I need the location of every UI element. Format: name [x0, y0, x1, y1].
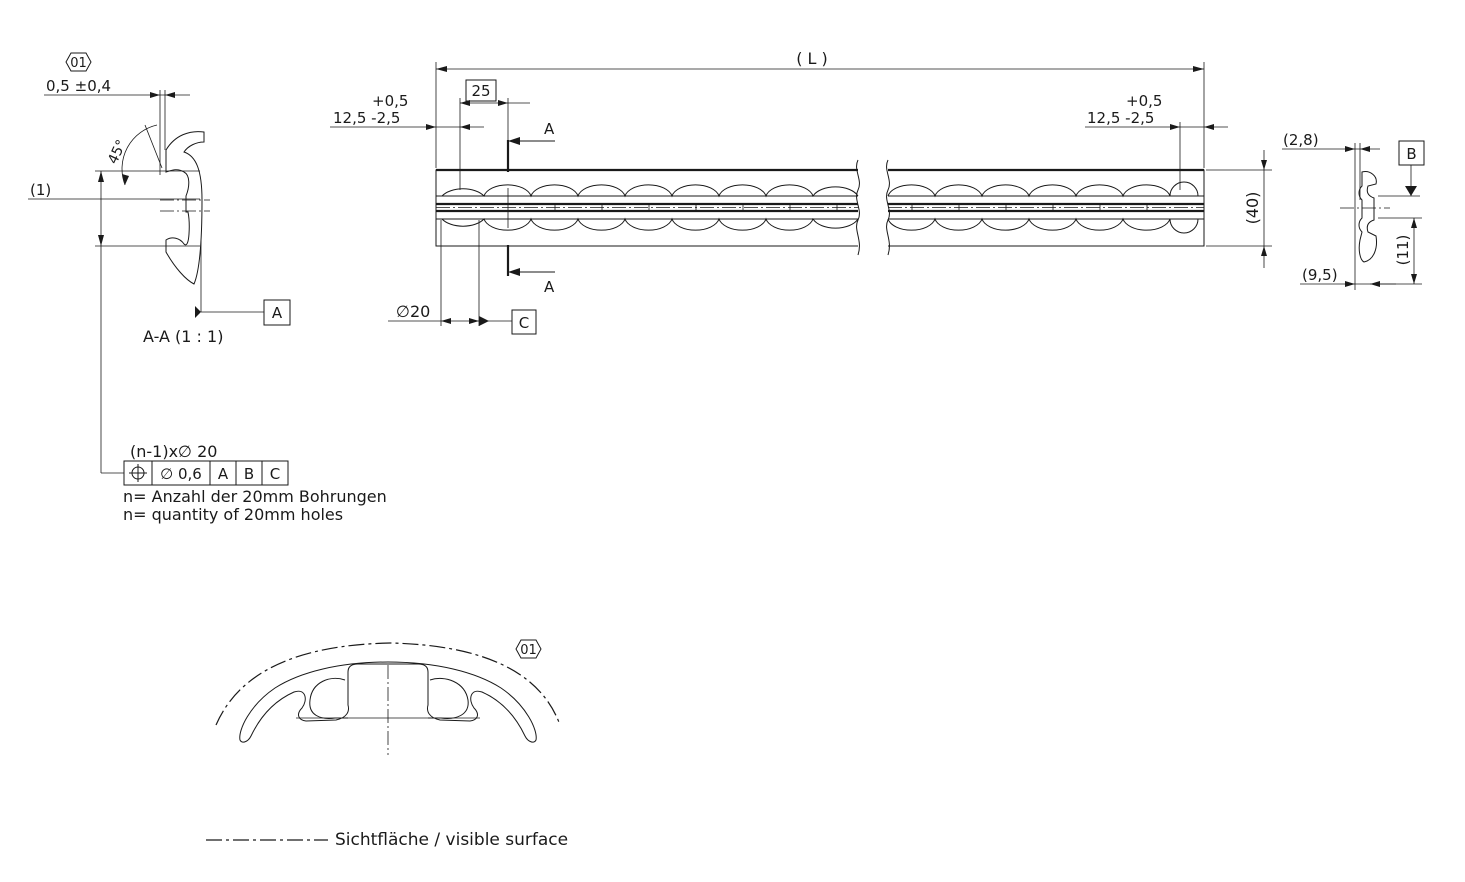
marker-01-detail-text: 01 — [520, 643, 537, 658]
main-view: ( L ) 25 +0,5 12,5 -2,5 +0,5 12,5 -2,5 A — [330, 49, 1272, 335]
holes-lower-right — [887, 217, 1204, 234]
hole-diameter: ∅20 — [396, 302, 430, 321]
holes-upper-right — [887, 181, 1204, 198]
dim-1: (1) — [30, 181, 51, 199]
profile-section — [165, 131, 205, 285]
note-english: n= quantity of 20mm holes — [123, 505, 343, 524]
profile-outline — [239, 661, 537, 743]
length-dim: ( L ) — [796, 49, 828, 68]
marker-01-detail-hexagon: 01 — [515, 639, 542, 659]
datum-cell-a: A — [218, 465, 229, 483]
position-symbol-icon — [129, 464, 147, 482]
left-tol-upper: +0,5 — [372, 92, 408, 110]
right-tol-upper: +0,5 — [1126, 92, 1162, 110]
dim-2-8: (2,8) — [1283, 131, 1319, 149]
marker-01-hexagon: 01 — [65, 52, 92, 72]
inner-slot-left — [309, 677, 348, 719]
left-tol-lower: 12,5 -2,5 — [333, 109, 400, 127]
section-mark-top: A — [544, 120, 555, 138]
dim-0-5-tolerance: 0,5 ±0,4 — [46, 77, 111, 95]
pitch-25: 25 — [471, 82, 490, 100]
holes-lower-left — [436, 217, 859, 231]
inner-slot-right — [428, 677, 469, 719]
marker-01-text: 01 — [70, 56, 87, 71]
height-40: (40) — [1243, 192, 1262, 225]
holes-upper-left — [436, 184, 859, 198]
note-german: n= Anzahl der 20mm Bohrungen — [123, 487, 387, 506]
section-view-a-a: 01 0,5 ±0,4 45° (1) A A-A (1 : 1) — [28, 52, 291, 473]
right-tol-lower: 12,5 -2,5 — [1087, 109, 1154, 127]
dim-11: (11) — [1394, 235, 1412, 266]
tolerance-value: ∅ 0,6 — [160, 465, 202, 483]
legend-text: Sichtfläche / visible surface — [335, 830, 568, 850]
position-tolerance-frame: (n-1)x∅ 20 ∅ 0,6 A B C n= Anzahl der 20m… — [101, 442, 387, 524]
visible-surface-arc — [215, 642, 561, 726]
dim-9-5: (9,5) — [1302, 266, 1338, 284]
angle-45: 45° — [105, 137, 130, 166]
side-view: (2,8) B (11) (9,5) — [1282, 131, 1425, 290]
legend: Sichtfläche / visible surface — [206, 830, 568, 850]
datum-cell-c: C — [270, 465, 280, 483]
side-profile — [1358, 171, 1377, 263]
datum-c: C — [519, 314, 529, 332]
detail-profile: 01 — [215, 639, 561, 755]
section-label: A-A (1 : 1) — [143, 327, 223, 346]
section-mark-bottom: A — [544, 278, 555, 296]
holes-spec: (n-1)x∅ 20 — [130, 442, 217, 461]
datum-cell-b: B — [244, 465, 254, 483]
datum-b: B — [1406, 145, 1416, 163]
datum-a-left: A — [272, 304, 283, 322]
